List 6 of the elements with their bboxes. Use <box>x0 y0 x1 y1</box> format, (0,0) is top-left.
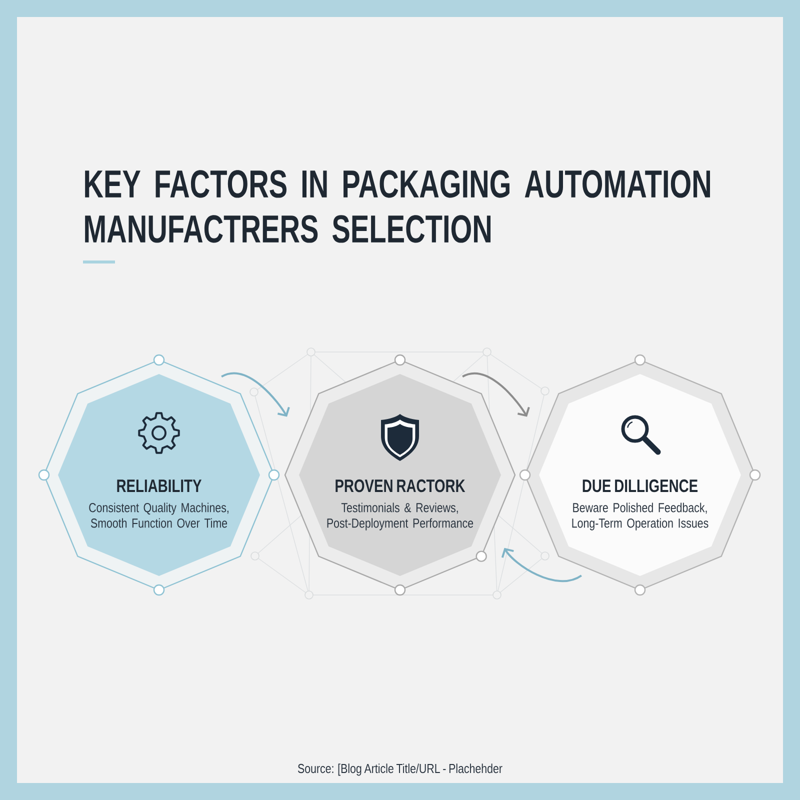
description: Beware Polished Feedback, Long-Term Operation Issues <box>572 502 708 530</box>
description: Consistent Quality Machines, Smooth Function Over Time <box>89 502 228 528</box>
source-note: Source: [Blog Article Title/URL - Plachehder <box>298 764 502 776</box>
title: KEY FACTORS IN PACKAGING AUTOMATION MANUFACTRERS SELECTION <box>85 170 710 243</box>
heading: DUE DILLIGENCE <box>582 479 698 492</box>
heading: RELIABILITY <box>117 480 202 492</box>
